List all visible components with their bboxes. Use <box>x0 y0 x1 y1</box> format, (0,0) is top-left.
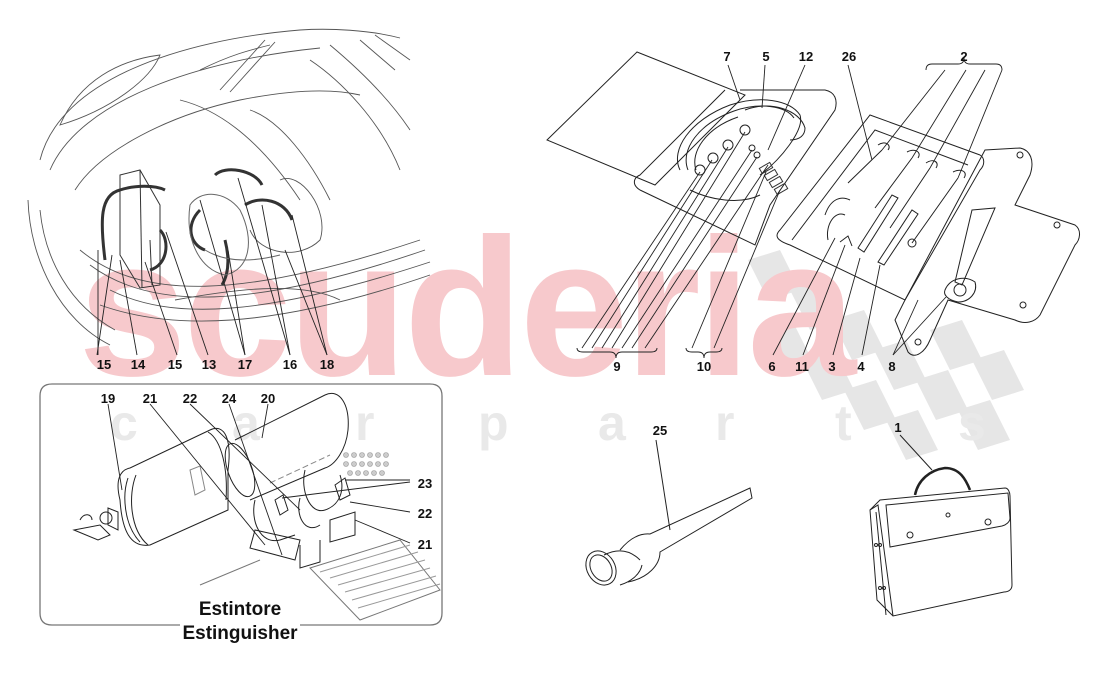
trunk-illustration <box>27 28 431 346</box>
callout-roll-6: 6 <box>768 359 776 374</box>
extinguisher-title-italian: Estintore <box>198 599 282 620</box>
trunk-leader-lines <box>96 177 328 356</box>
callout-trunk-15b: 15 <box>167 357 183 372</box>
scuderia-watermark: scuderia <box>78 198 856 417</box>
callout-trunk-14: 14 <box>130 357 146 372</box>
callout-roll-9: 9 <box>613 359 621 374</box>
callout-flashlight-25: 25 <box>652 423 668 438</box>
callout-ext-23: 23 <box>417 476 433 491</box>
extinguisher-leader-lines <box>107 403 411 556</box>
callout-roll-7: 7 <box>723 49 731 64</box>
watermark-letter: t <box>835 395 852 451</box>
tool-roll-leader-lines <box>576 57 1003 359</box>
callout-ext-19: 19 <box>100 391 116 406</box>
watermark-letter: c <box>110 395 138 451</box>
straps-in-trunk <box>189 168 294 286</box>
watermark-letter: r <box>355 395 375 451</box>
watermark-letter: a <box>598 395 626 451</box>
callout-roll-10: 10 <box>696 359 712 374</box>
tool-bag-illustration <box>869 434 1013 617</box>
callout-ext-22b: 22 <box>417 506 433 521</box>
callout-roll-12: 12 <box>798 49 814 64</box>
extinguisher-panel-border <box>39 383 443 626</box>
callout-roll-8: 8 <box>888 359 896 374</box>
carparts-watermark: c a r p a r t s <box>0 398 1100 458</box>
callout-toolbag-1: 1 <box>894 420 902 435</box>
callout-trunk-15a: 15 <box>96 357 112 372</box>
callout-roll-2: 2 <box>960 49 968 64</box>
callout-ext-24: 24 <box>221 391 237 406</box>
extinguisher-illustration <box>72 392 441 621</box>
callout-ext-21b: 21 <box>417 537 433 552</box>
callout-trunk-13: 13 <box>201 357 217 372</box>
callout-trunk-16: 16 <box>282 357 298 372</box>
bag-in-trunk <box>188 193 281 276</box>
callout-ext-20: 20 <box>260 391 276 406</box>
callout-trunk-17: 17 <box>237 357 253 372</box>
callout-ext-22: 22 <box>182 391 198 406</box>
flashlight-illustration <box>585 439 753 586</box>
callout-roll-11: 11 <box>795 359 809 374</box>
tool-case-in-trunk <box>100 169 168 289</box>
tool-roll-illustration <box>546 51 1080 356</box>
callout-roll-5: 5 <box>762 49 770 64</box>
callout-trunk-18: 18 <box>319 357 335 372</box>
callout-roll-4: 4 <box>857 359 865 374</box>
callout-ext-21: 21 <box>142 391 158 406</box>
watermark-letter: s <box>958 395 986 451</box>
watermark-letter: r <box>715 395 735 451</box>
callout-roll-26: 26 <box>841 49 857 64</box>
watermark-letter: p <box>478 395 509 451</box>
extinguisher-title-english: Estinguisher <box>182 623 298 644</box>
callout-roll-3: 3 <box>828 359 836 374</box>
